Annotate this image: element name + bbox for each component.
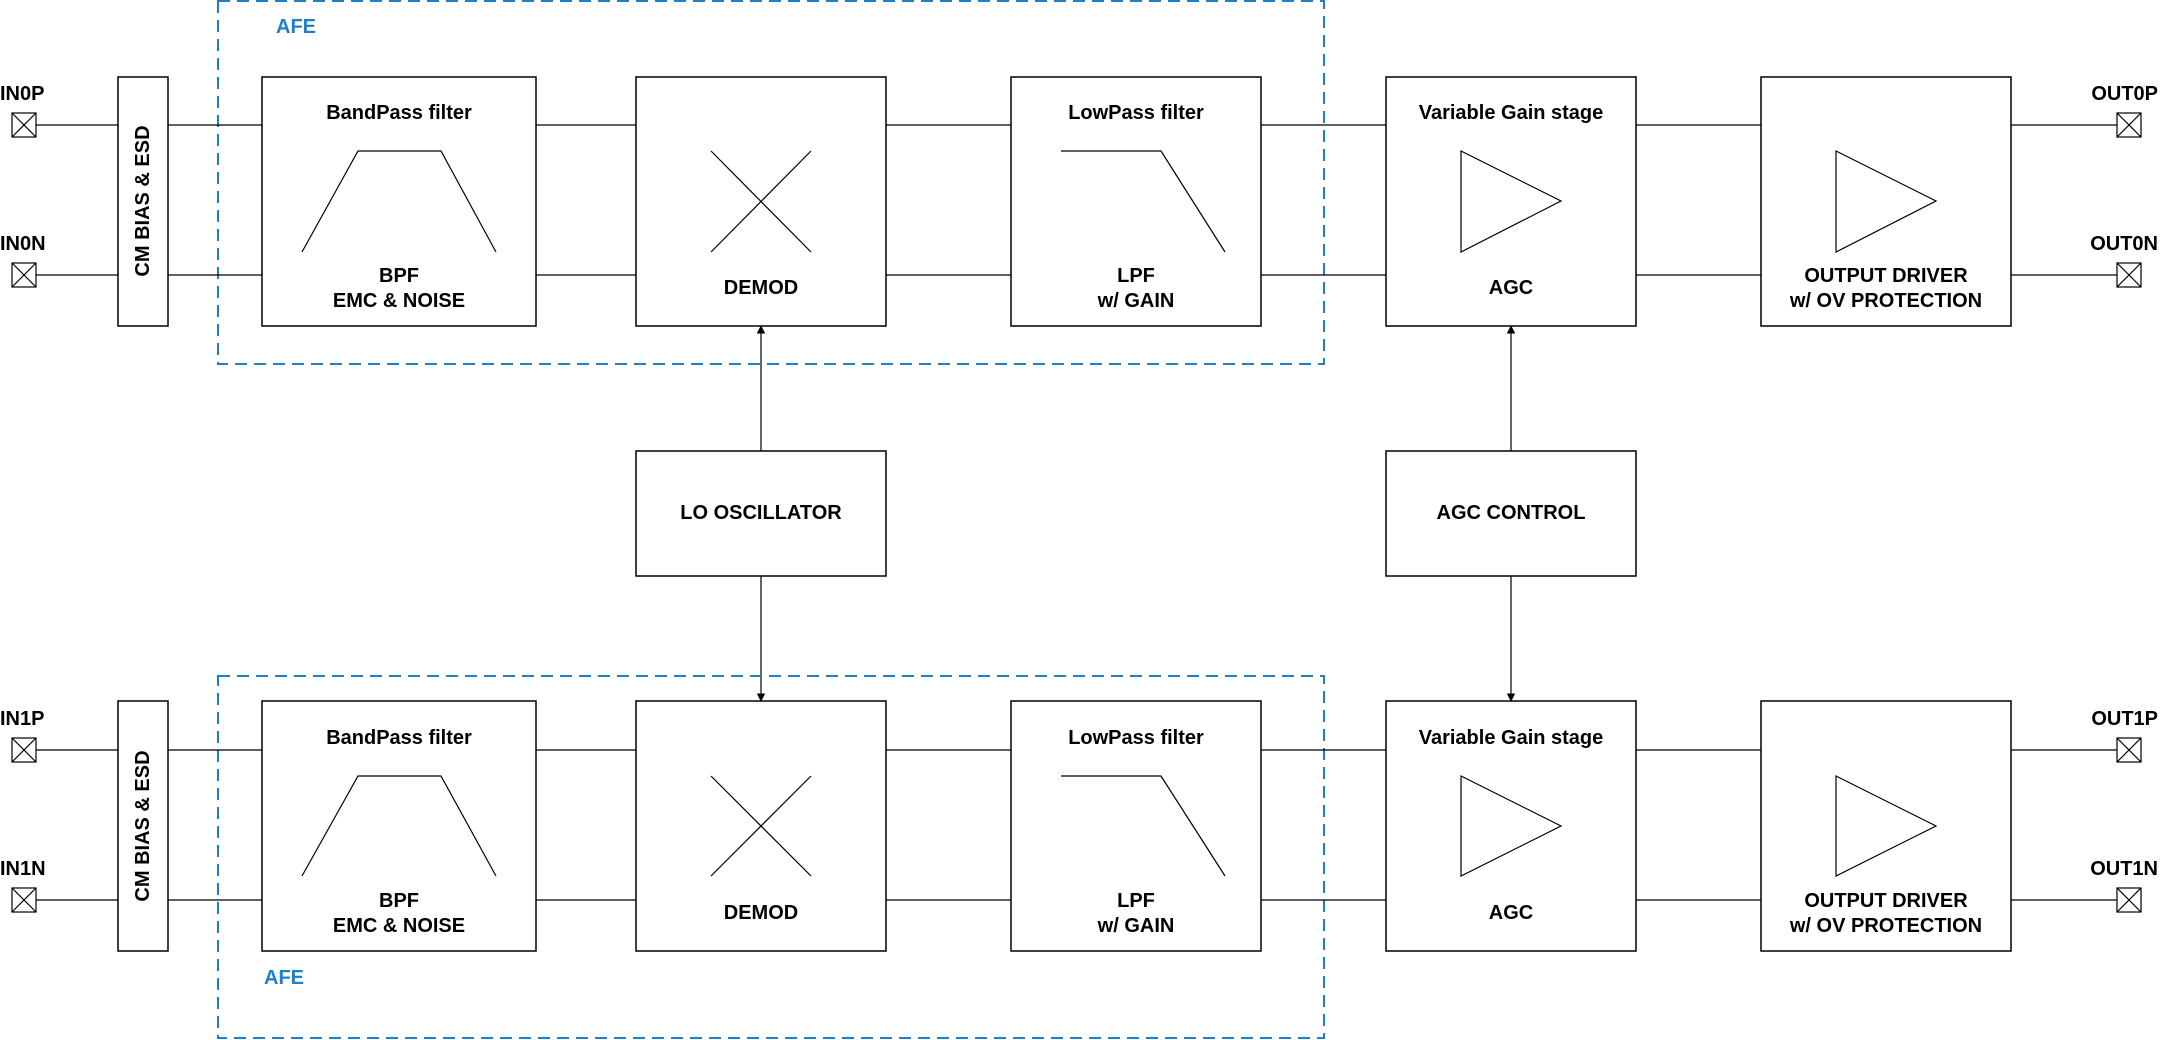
driver-label1-0: OUTPUT DRIVER bbox=[1804, 265, 1968, 287]
pin-label-out0p: OUT0P bbox=[2091, 83, 2158, 105]
agc-label-1: AGC bbox=[1489, 902, 1533, 924]
pin-label-out1n: OUT1N bbox=[2090, 858, 2158, 880]
pin-label-in1p: IN1P bbox=[0, 708, 44, 730]
pin-label-in1n: IN1N bbox=[0, 858, 46, 880]
lpf-label2-1: w/ GAIN bbox=[1097, 915, 1175, 937]
lo-oscillator-label: LO OSCILLATOR bbox=[680, 502, 842, 524]
pin-label-in0n: IN0N bbox=[0, 233, 46, 255]
lowpass-response-icon bbox=[1061, 150, 1226, 253]
bandpass-filter-block-0 bbox=[261, 76, 537, 327]
driver-label1-1: OUTPUT DRIVER bbox=[1804, 890, 1968, 912]
afe-label-1: AFE bbox=[264, 967, 304, 989]
pin-pad-in0n-icon bbox=[11, 262, 37, 288]
channel-0: AFE IN0P IN0N bbox=[0, 0, 2158, 365]
bandpass-response-icon bbox=[301, 150, 497, 253]
pin-label-out1p: OUT1P bbox=[2091, 708, 2158, 730]
lowpass-filter-block-1 bbox=[1010, 700, 1262, 952]
afe-region-1 bbox=[217, 675, 1325, 1039]
vga-title-1: Variable Gain stage bbox=[1419, 727, 1604, 749]
vga-title-0: Variable Gain stage bbox=[1419, 102, 1604, 124]
pin-pad-out0p-icon bbox=[2116, 112, 2142, 138]
cm-bias-esd-block-1 bbox=[117, 700, 169, 952]
afe-label-0: AFE bbox=[276, 16, 316, 38]
pin-label-out0n: OUT0N bbox=[2090, 233, 2158, 255]
bandpass-filter-block-1 bbox=[261, 700, 537, 952]
driver-triangle-icon bbox=[1835, 775, 1938, 877]
bpf-label1-1: BPF bbox=[379, 890, 419, 912]
bpf-title-0: BandPass filter bbox=[326, 102, 472, 124]
amplifier-triangle-icon bbox=[1460, 150, 1563, 253]
cm-bias-esd-label-1: CM BIAS & ESD bbox=[132, 750, 154, 901]
agc-control-label: AGC CONTROL bbox=[1437, 502, 1586, 524]
pin-pad-in1n-icon bbox=[11, 887, 37, 913]
agc-control-block bbox=[1385, 450, 1637, 577]
variable-gain-block-0 bbox=[1385, 76, 1637, 327]
lpf-title-0: LowPass filter bbox=[1068, 102, 1204, 124]
driver-label2-0: w/ OV PROTECTION bbox=[1789, 290, 1982, 312]
pin-label-in0p: IN0P bbox=[0, 83, 44, 105]
driver-label2-1: w/ OV PROTECTION bbox=[1789, 915, 1982, 937]
lpf-label1-1: LPF bbox=[1117, 890, 1155, 912]
amplifier-triangle-icon bbox=[1460, 775, 1563, 877]
driver-triangle-icon bbox=[1835, 150, 1938, 253]
demod-label-0: DEMOD bbox=[724, 277, 798, 299]
lpf-label1-0: LPF bbox=[1117, 265, 1155, 287]
bandpass-response-icon bbox=[301, 775, 497, 877]
mixer-cross-icon bbox=[710, 775, 812, 877]
demod-label-1: DEMOD bbox=[724, 902, 798, 924]
bpf-label1-0: BPF bbox=[379, 265, 419, 287]
shared-blocks: LO OSCILLATOR AGC CONTROL bbox=[635, 325, 1637, 702]
channel-1: AFE IN1P IN1N bbox=[0, 675, 2158, 1039]
lpf-title-1: LowPass filter bbox=[1068, 727, 1204, 749]
lowpass-filter-block-0 bbox=[1010, 76, 1262, 327]
lowpass-response-icon bbox=[1061, 775, 1226, 877]
pin-pad-out1n-icon bbox=[2116, 887, 2142, 913]
mixer-cross-icon bbox=[710, 150, 812, 253]
variable-gain-block-1 bbox=[1385, 700, 1637, 952]
bpf-label2-1: EMC & NOISE bbox=[333, 915, 465, 937]
agc-label-0: AGC bbox=[1489, 277, 1533, 299]
bpf-label2-0: EMC & NOISE bbox=[333, 290, 465, 312]
cm-bias-esd-label-0: CM BIAS & ESD bbox=[132, 125, 154, 276]
output-driver-block-1 bbox=[1760, 700, 2012, 952]
pin-pad-out1p-icon bbox=[2116, 737, 2142, 763]
pin-pad-out0n-icon bbox=[2116, 262, 2142, 288]
afe-region-0 bbox=[217, 0, 1325, 365]
pin-pad-in1p-icon bbox=[11, 737, 37, 763]
bpf-title-1: BandPass filter bbox=[326, 727, 472, 749]
lpf-label2-0: w/ GAIN bbox=[1097, 290, 1175, 312]
pin-pad-in0p-icon bbox=[11, 112, 37, 138]
cm-bias-esd-block-0 bbox=[117, 76, 169, 327]
output-driver-block-0 bbox=[1760, 76, 2012, 327]
